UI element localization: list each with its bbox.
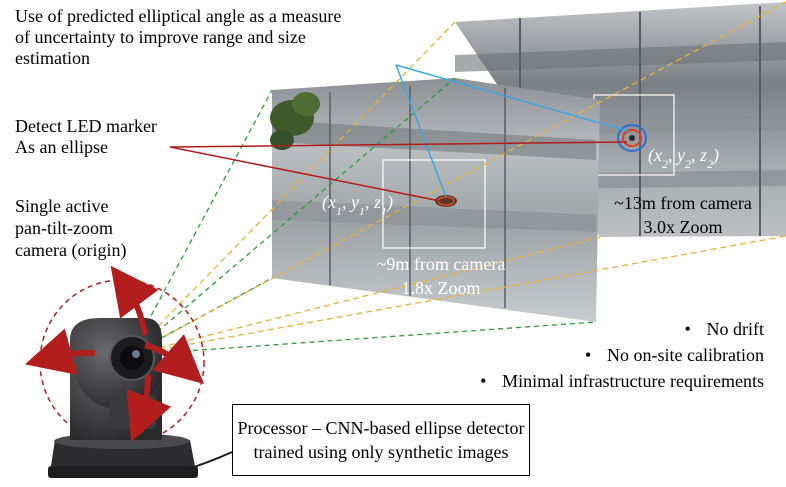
far-led-marker — [617, 124, 647, 152]
led-pointer — [169, 141, 628, 202]
pan-tilt-arrows — [24, 265, 204, 443]
camera-label-line2: pan-tilt-zoom — [15, 218, 113, 238]
ptz-camera — [48, 318, 198, 478]
benefit-item: • Minimal infrastructure requirements — [480, 368, 764, 394]
uncertainty-label: Use of predicted elliptical angle as a m… — [15, 6, 341, 69]
far-distance-label: ~13m from camera — [614, 193, 752, 213]
benefit-text: No on-site calibration — [607, 345, 764, 365]
processor-line1: Processor – CNN-based ellipse detector — [237, 418, 525, 438]
uncertainty-label-line2: of uncertainty to improve range and size — [15, 27, 306, 47]
far-zoom-label: 3.0x Zoom — [644, 217, 723, 237]
far-coordinate-label: (x2, y2, z2) — [648, 145, 719, 171]
bullet-dot: • — [585, 345, 592, 365]
near-detection-box — [382, 159, 486, 249]
benefit-item: • No drift — [480, 316, 765, 342]
bullet-dot: • — [480, 371, 487, 391]
benefit-list: • No drift • No on-site calibration • Minim… — [480, 316, 764, 394]
led-label: Detect LED marker As an ellipse — [15, 116, 157, 158]
led-label-line1: Detect LED marker — [15, 116, 157, 136]
processor-line2: trained using only synthetic images — [253, 442, 509, 462]
near-zoom-label: 1.8x Zoom — [402, 278, 481, 298]
camera-label-line1: Single active — [15, 196, 109, 216]
camera-label-line3: camera (origin) — [15, 240, 127, 260]
far-view-frustum — [129, 1, 786, 356]
processor-cable — [184, 451, 233, 471]
near-distance-label: ~9m from camera — [377, 254, 506, 274]
uncertainty-pointer — [395, 64, 629, 198]
led-label-line2: As an ellipse — [15, 137, 108, 157]
near-coordinate-label: (x1, y1, z1) — [322, 192, 393, 218]
processor-box: Processor – CNN-based ellipse detector t… — [232, 404, 530, 476]
uncertainty-label-line3: estimation — [15, 48, 90, 68]
benefit-item: • No on-site calibration — [480, 342, 764, 368]
camera-label: Single active pan-tilt-zoom camera (orig… — [15, 195, 126, 261]
bullet-dot: • — [684, 319, 691, 339]
benefit-text: Minimal infrastructure requirements — [502, 371, 764, 391]
uncertainty-label-line1: Use of predicted elliptical angle as a m… — [15, 6, 342, 26]
benefit-text: No drift — [706, 319, 765, 339]
near-view-frustum — [129, 77, 597, 356]
